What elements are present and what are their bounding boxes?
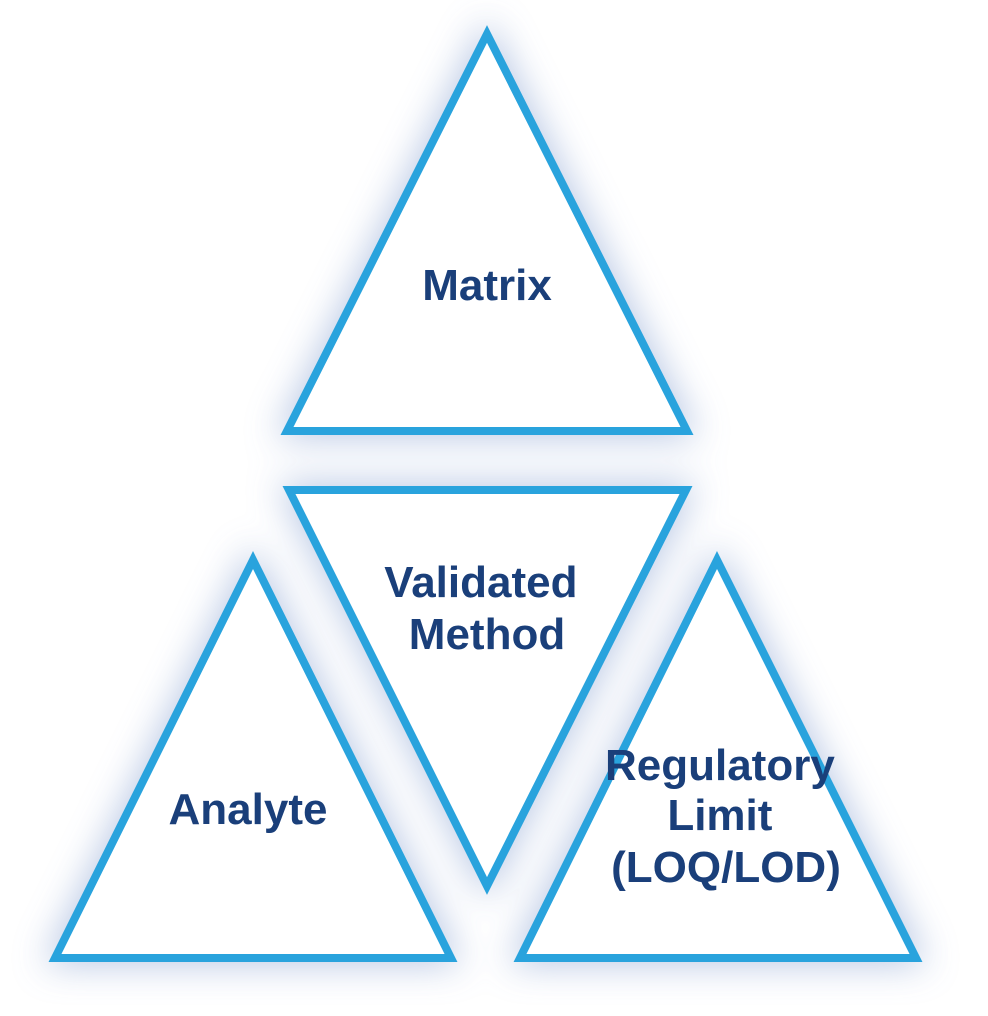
analyte-label-line: Analyte — [169, 785, 328, 834]
regulatory-limit-label: Regulatory Limit (LOQ/LOD) — [605, 741, 847, 892]
matrix-label-line: Matrix — [422, 261, 552, 310]
validated-method-triangle-outline — [282, 486, 693, 895]
matrix-label: Matrix — [422, 261, 552, 310]
regulatory-limit-label-line-2: Limit — [667, 791, 772, 840]
analyte-label: Analyte — [169, 785, 328, 834]
regulatory-limit-label-line-1: Regulatory — [605, 741, 835, 790]
matrix-triangle-outline — [280, 25, 694, 435]
validated-method-label-line-1: Validated — [384, 558, 577, 607]
validated-method-label-line-2: Method — [409, 610, 565, 659]
regulatory-limit-triangle: Regulatory Limit (LOQ/LOD) — [513, 551, 923, 962]
matrix-triangle: Matrix — [280, 25, 694, 435]
analyte-triangle: Analyte — [48, 551, 458, 962]
validated-method-triangle: Validated Method — [282, 486, 693, 895]
regulatory-limit-triangle-outline — [513, 551, 923, 962]
regulatory-limit-label-line-3: (LOQ/LOD) — [611, 843, 841, 892]
validated-method-label: Validated Method — [384, 558, 589, 659]
analyte-triangle-outline — [48, 551, 458, 962]
